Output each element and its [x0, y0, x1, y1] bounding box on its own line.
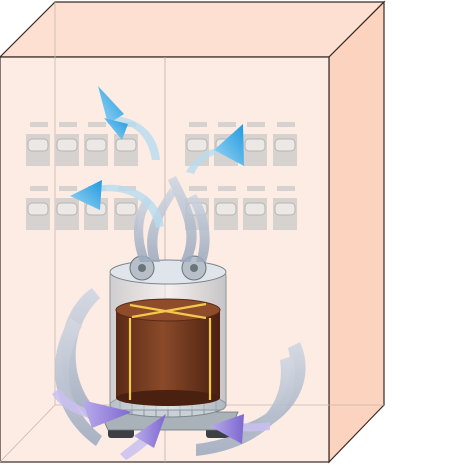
arrow-up-curved-icon: [70, 86, 244, 228]
module-window: [27, 138, 49, 152]
module-window: [56, 138, 78, 152]
module-tab: [30, 186, 48, 191]
module-tab: [189, 186, 207, 191]
module-tab: [30, 122, 48, 127]
module-window: [27, 202, 49, 216]
filter-media-core: [116, 310, 220, 398]
arrow-in-curved-icon: [52, 388, 270, 460]
module-tab: [277, 186, 295, 191]
module-tab: [218, 186, 236, 191]
inflow-arrow-right: [210, 414, 270, 444]
module-tab: [247, 122, 265, 127]
module-window: [215, 202, 237, 216]
module-window: [186, 138, 208, 152]
module-window: [244, 138, 266, 152]
module-window: [56, 202, 78, 216]
module-window: [85, 138, 107, 152]
module-tab: [247, 186, 265, 191]
outflow-arrow-left-upper: [98, 86, 160, 160]
module-tab: [277, 122, 295, 127]
inflow-arrow-left: [52, 388, 132, 428]
air-filter-unit-icon: [99, 255, 239, 438]
cabinet-top: [0, 1, 386, 58]
module-tab: [189, 122, 207, 127]
outflow-arrow-right-upper: [186, 124, 244, 174]
module-tab: [59, 122, 77, 127]
module-window: [244, 202, 266, 216]
strap: [128, 302, 212, 400]
inflow-arrow-bottom: [120, 414, 166, 460]
module-tab: [218, 122, 236, 127]
module-window: [115, 202, 137, 216]
module-window: [274, 138, 296, 152]
module-window: [274, 202, 296, 216]
module-tab: [88, 122, 106, 127]
module-tab: [59, 186, 77, 191]
cabinet-side: [328, 0, 385, 464]
module-window: [115, 138, 137, 152]
outflow-arrow-left-lower: [70, 180, 164, 228]
